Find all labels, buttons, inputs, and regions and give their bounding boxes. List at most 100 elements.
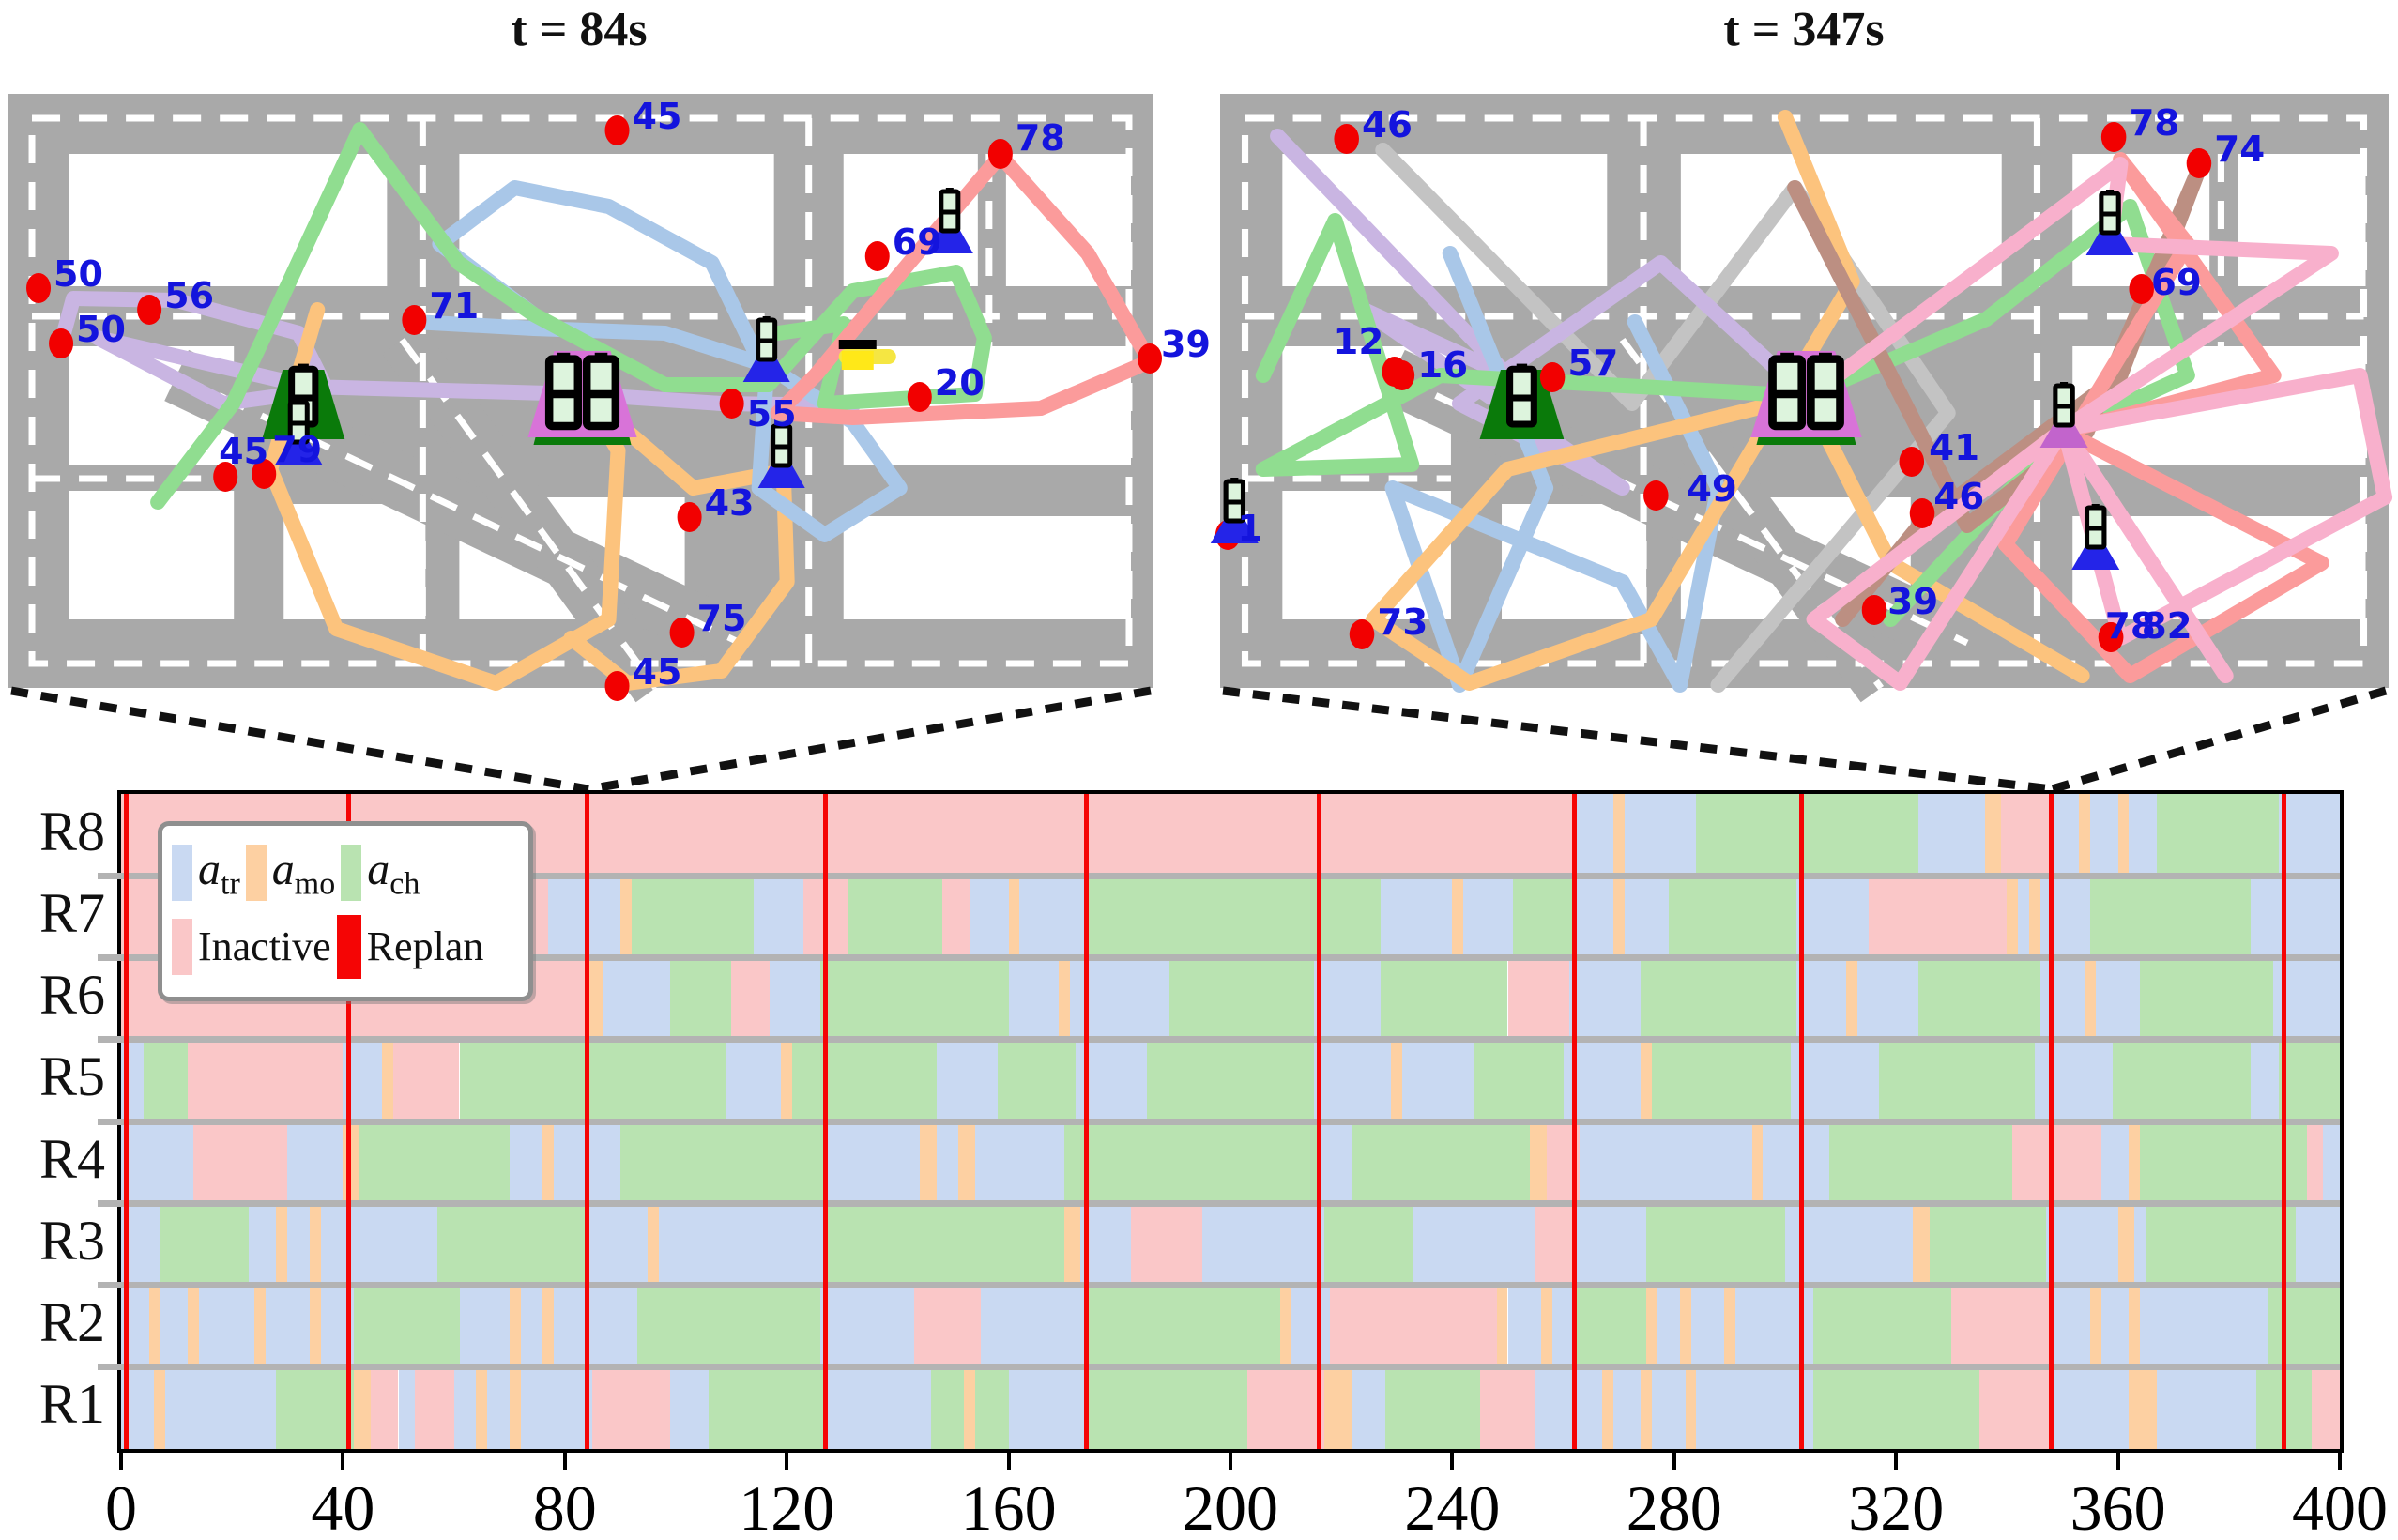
row-separator — [98, 1036, 2340, 1044]
x-tick — [1672, 1453, 1676, 1470]
state-segment — [2323, 1121, 2340, 1204]
task-label: 82 — [2142, 605, 2192, 648]
x-tick — [119, 1453, 123, 1470]
state-segment — [825, 1121, 921, 1204]
robot-path — [406, 180, 908, 542]
state-segment — [2117, 794, 2130, 877]
state-segment — [1912, 1203, 1930, 1286]
state-segment — [848, 876, 942, 958]
task-label: 78 — [2105, 605, 2156, 648]
state-segment — [2306, 1121, 2324, 1204]
state-segment — [520, 1366, 593, 1449]
task-dot — [1539, 362, 1566, 392]
state-segment — [1319, 1121, 1352, 1204]
row-label-R7: R7 — [38, 881, 105, 944]
task-label: 71 — [429, 285, 479, 327]
battery-icon — [1807, 352, 1844, 431]
battery-icon — [2099, 190, 2121, 236]
replan-line — [1571, 794, 1577, 1449]
state-segment — [770, 957, 820, 1040]
state-segment — [1685, 1366, 1697, 1449]
state-segment — [309, 1203, 321, 1286]
task-label: 45 — [633, 651, 682, 693]
replan-line — [345, 794, 351, 1449]
x-tick-label: 280 — [1626, 1472, 1722, 1540]
state-segment — [1785, 1203, 1913, 1286]
state-segment — [2146, 1203, 2296, 1286]
state-segment — [1413, 1203, 1536, 1286]
robot-marker — [1210, 478, 1259, 543]
state-segment — [276, 1366, 355, 1449]
task-dot — [2186, 148, 2212, 178]
state-segment — [1574, 876, 1613, 958]
state-segment — [392, 1039, 460, 1121]
state-segment — [453, 1366, 477, 1449]
state-segment — [2312, 1366, 2340, 1449]
state-segment — [148, 1285, 160, 1367]
state-segment — [1313, 957, 1381, 1040]
task-label: 50 — [53, 253, 103, 295]
state-segment — [1652, 1366, 1686, 1449]
state-segment — [1551, 1285, 1575, 1367]
state-segment — [753, 876, 803, 958]
task-dot — [1389, 360, 1415, 390]
charging-station-icon — [1479, 363, 1565, 439]
task-label: 69 — [2151, 262, 2202, 304]
gantt-plot — [98, 790, 2344, 1453]
x-tick-label: 80 — [532, 1472, 597, 1540]
state-segment — [819, 1285, 915, 1367]
state-segment — [121, 1121, 193, 1204]
state-segment — [1474, 1039, 1564, 1121]
state-segment — [1147, 1039, 1314, 1121]
state-segment — [1058, 957, 1070, 1040]
state-segment — [248, 1203, 277, 1286]
x-tick — [1450, 1453, 1455, 1470]
state-segment — [1929, 1203, 2046, 1286]
state-segment — [936, 1121, 959, 1204]
gantt-row-R5 — [121, 1039, 2340, 1121]
state-segment — [1696, 1366, 1813, 1449]
battery-icon — [544, 352, 583, 431]
state-segment — [2079, 794, 2091, 877]
state-segment — [1812, 1285, 1952, 1367]
x-tick — [341, 1453, 345, 1470]
task-dot — [1334, 124, 1359, 154]
task-dot — [719, 389, 744, 419]
legend: atr amo ach Inactive Replan — [158, 821, 533, 1001]
state-segment — [709, 1366, 826, 1449]
left-map-title: t = 84s — [511, 3, 648, 56]
state-segment — [659, 1203, 826, 1286]
state-segment — [2100, 1285, 2130, 1367]
task-dot — [1137, 343, 1163, 374]
state-segment — [2029, 876, 2040, 958]
state-segment — [1574, 1285, 1647, 1367]
task-label: 78 — [2129, 102, 2179, 145]
state-segment — [2090, 1285, 2101, 1367]
depot-station-icon — [527, 351, 637, 445]
state-segment — [187, 1285, 199, 1367]
gantt-row-R1 — [121, 1366, 2340, 1449]
state-segment — [1951, 1285, 2052, 1367]
state-segment — [1696, 794, 1918, 877]
task-label: 69 — [893, 221, 942, 263]
legend-label-replan: Replan — [366, 923, 484, 970]
robot-path — [770, 148, 1158, 425]
state-segment — [553, 1285, 637, 1367]
state-segment — [619, 876, 632, 958]
state-segment — [1829, 1121, 2013, 1204]
state-segment — [415, 1366, 454, 1449]
robot-marker — [757, 422, 805, 488]
robot-marker — [2085, 190, 2134, 255]
state-segment — [970, 876, 1009, 958]
state-segment — [2129, 794, 2157, 877]
state-segment — [619, 1121, 826, 1204]
state-segment — [2134, 1203, 2146, 1286]
state-segment — [2140, 1285, 2268, 1367]
task-dot — [677, 502, 702, 532]
state-segment — [1790, 1039, 1880, 1121]
state-segment — [1624, 794, 1697, 877]
state-segment — [1535, 1366, 1602, 1449]
state-segment — [975, 1366, 1009, 1449]
state-segment — [1008, 957, 1059, 1040]
state-segment — [2001, 794, 2052, 877]
